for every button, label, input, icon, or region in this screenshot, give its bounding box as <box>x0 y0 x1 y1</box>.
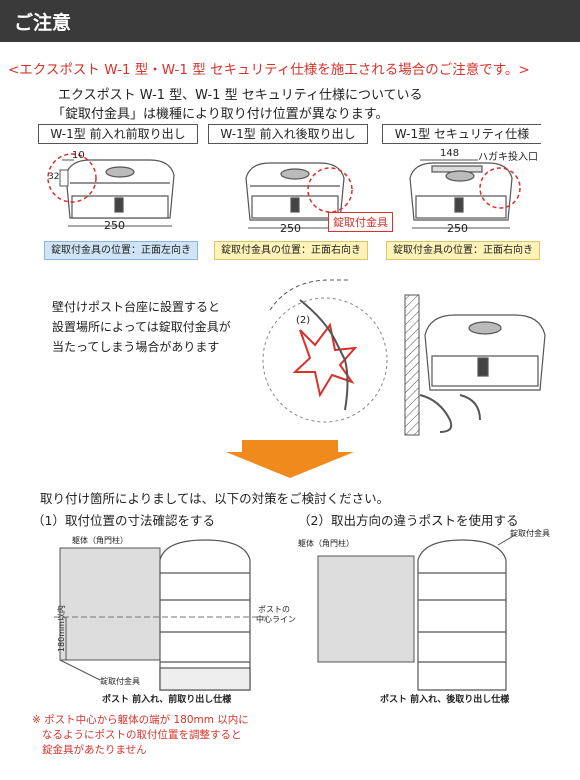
wall-block-left <box>59 547 161 661</box>
left-caption: ポスト 前入れ、前取り出し仕様 <box>102 695 232 705</box>
left-center-2: 中心ライン <box>256 615 296 624</box>
down-arrow <box>226 440 354 478</box>
solution-intro: 取り付け箇所によりましては、以下の対策をご検討ください。 <box>40 491 390 506</box>
warn-line-3: 当たってしまう場合があります <box>52 340 220 354</box>
dim-32: 32 <box>48 172 60 182</box>
bracket-1 <box>59 169 69 187</box>
detail-label: (2) <box>296 315 311 326</box>
right-caption: ポスト 前入れ、後取り出し仕様 <box>380 695 510 705</box>
left-center-1: ポストの <box>258 605 290 614</box>
warn-line-1: 壁付けポスト台座に設置すると <box>52 300 221 314</box>
dim-250-b: 250 <box>280 222 301 235</box>
bracket-label: 錠取付金具 <box>328 212 393 232</box>
intro-line-1: エクスポスト W-1 型、W-1 型 セキュリティ仕様についている <box>58 88 423 103</box>
caption-2: 錠取付金具の位置：正面右向き <box>214 241 368 260</box>
dim-10: 10 <box>72 150 85 161</box>
tab-front-back: W-1型 前入れ後取り出し <box>208 124 368 144</box>
left-wall-label: 躯体（角門柱） <box>72 536 128 545</box>
tall-post-left <box>159 539 251 691</box>
footnote-1: ※ ポスト中心から躯体の端が 180mm 以内に <box>32 714 249 726</box>
left-bracket: 錠取付金具 <box>100 677 140 686</box>
highlight-circle-1 <box>47 153 97 203</box>
right-wall-label: 躯体（角門柱） <box>298 539 354 548</box>
warn-line-2: 設置場所によっては錠取付金具が <box>52 320 231 334</box>
left-dim: 180mm以内 <box>57 605 66 652</box>
dim-148: 148 <box>440 148 460 159</box>
solution-2: （2）取出方向の違うポストを使用する <box>298 513 519 528</box>
hagaki-label: ハガキ投入口 <box>478 152 538 163</box>
dim-250-c: 250 <box>447 222 468 235</box>
tab-security: W-1型 セキュリティ仕様 <box>382 124 541 144</box>
intro-line-2: 「錠取付金具」は機種により取り付け位置が異なります。 <box>52 107 389 122</box>
mailbox-wall <box>424 314 546 391</box>
highlight-circle-3 <box>479 167 521 209</box>
tab-front-front: W-1型 前入れ前取り出し <box>38 124 198 144</box>
dim-250-a: 250 <box>104 219 125 232</box>
tall-post-right <box>417 539 507 691</box>
wall-hatch <box>404 294 420 436</box>
footnote-3: 錠金具があたりません <box>42 744 147 756</box>
header-title: ご注意 <box>14 12 72 34</box>
mailbox-1 <box>65 159 175 219</box>
highlight-circle-2 <box>307 167 353 213</box>
right-bracket: 錠取付金具 <box>510 529 550 538</box>
solution-1: （1）取付位置の寸法確認をする <box>32 513 215 528</box>
caption-3: 錠取付金具の位置：正面右向き <box>386 241 540 260</box>
caption-1: 錠取付金具の位置：正面左向き <box>44 241 198 260</box>
collision-burst <box>292 322 358 398</box>
mailbox-2 <box>245 162 345 221</box>
wall-block-right <box>317 555 415 663</box>
footnote-2: なるようにポストの取付位置を調整すると <box>42 729 242 741</box>
notice-title: <エクスポスト W-1 型・W-1 型 セキュリティ仕様を施工される場合のご注意… <box>8 62 530 78</box>
header-bar: ご注意 <box>0 0 580 42</box>
mailbox-3 <box>409 162 513 221</box>
detail-circle <box>262 297 388 423</box>
